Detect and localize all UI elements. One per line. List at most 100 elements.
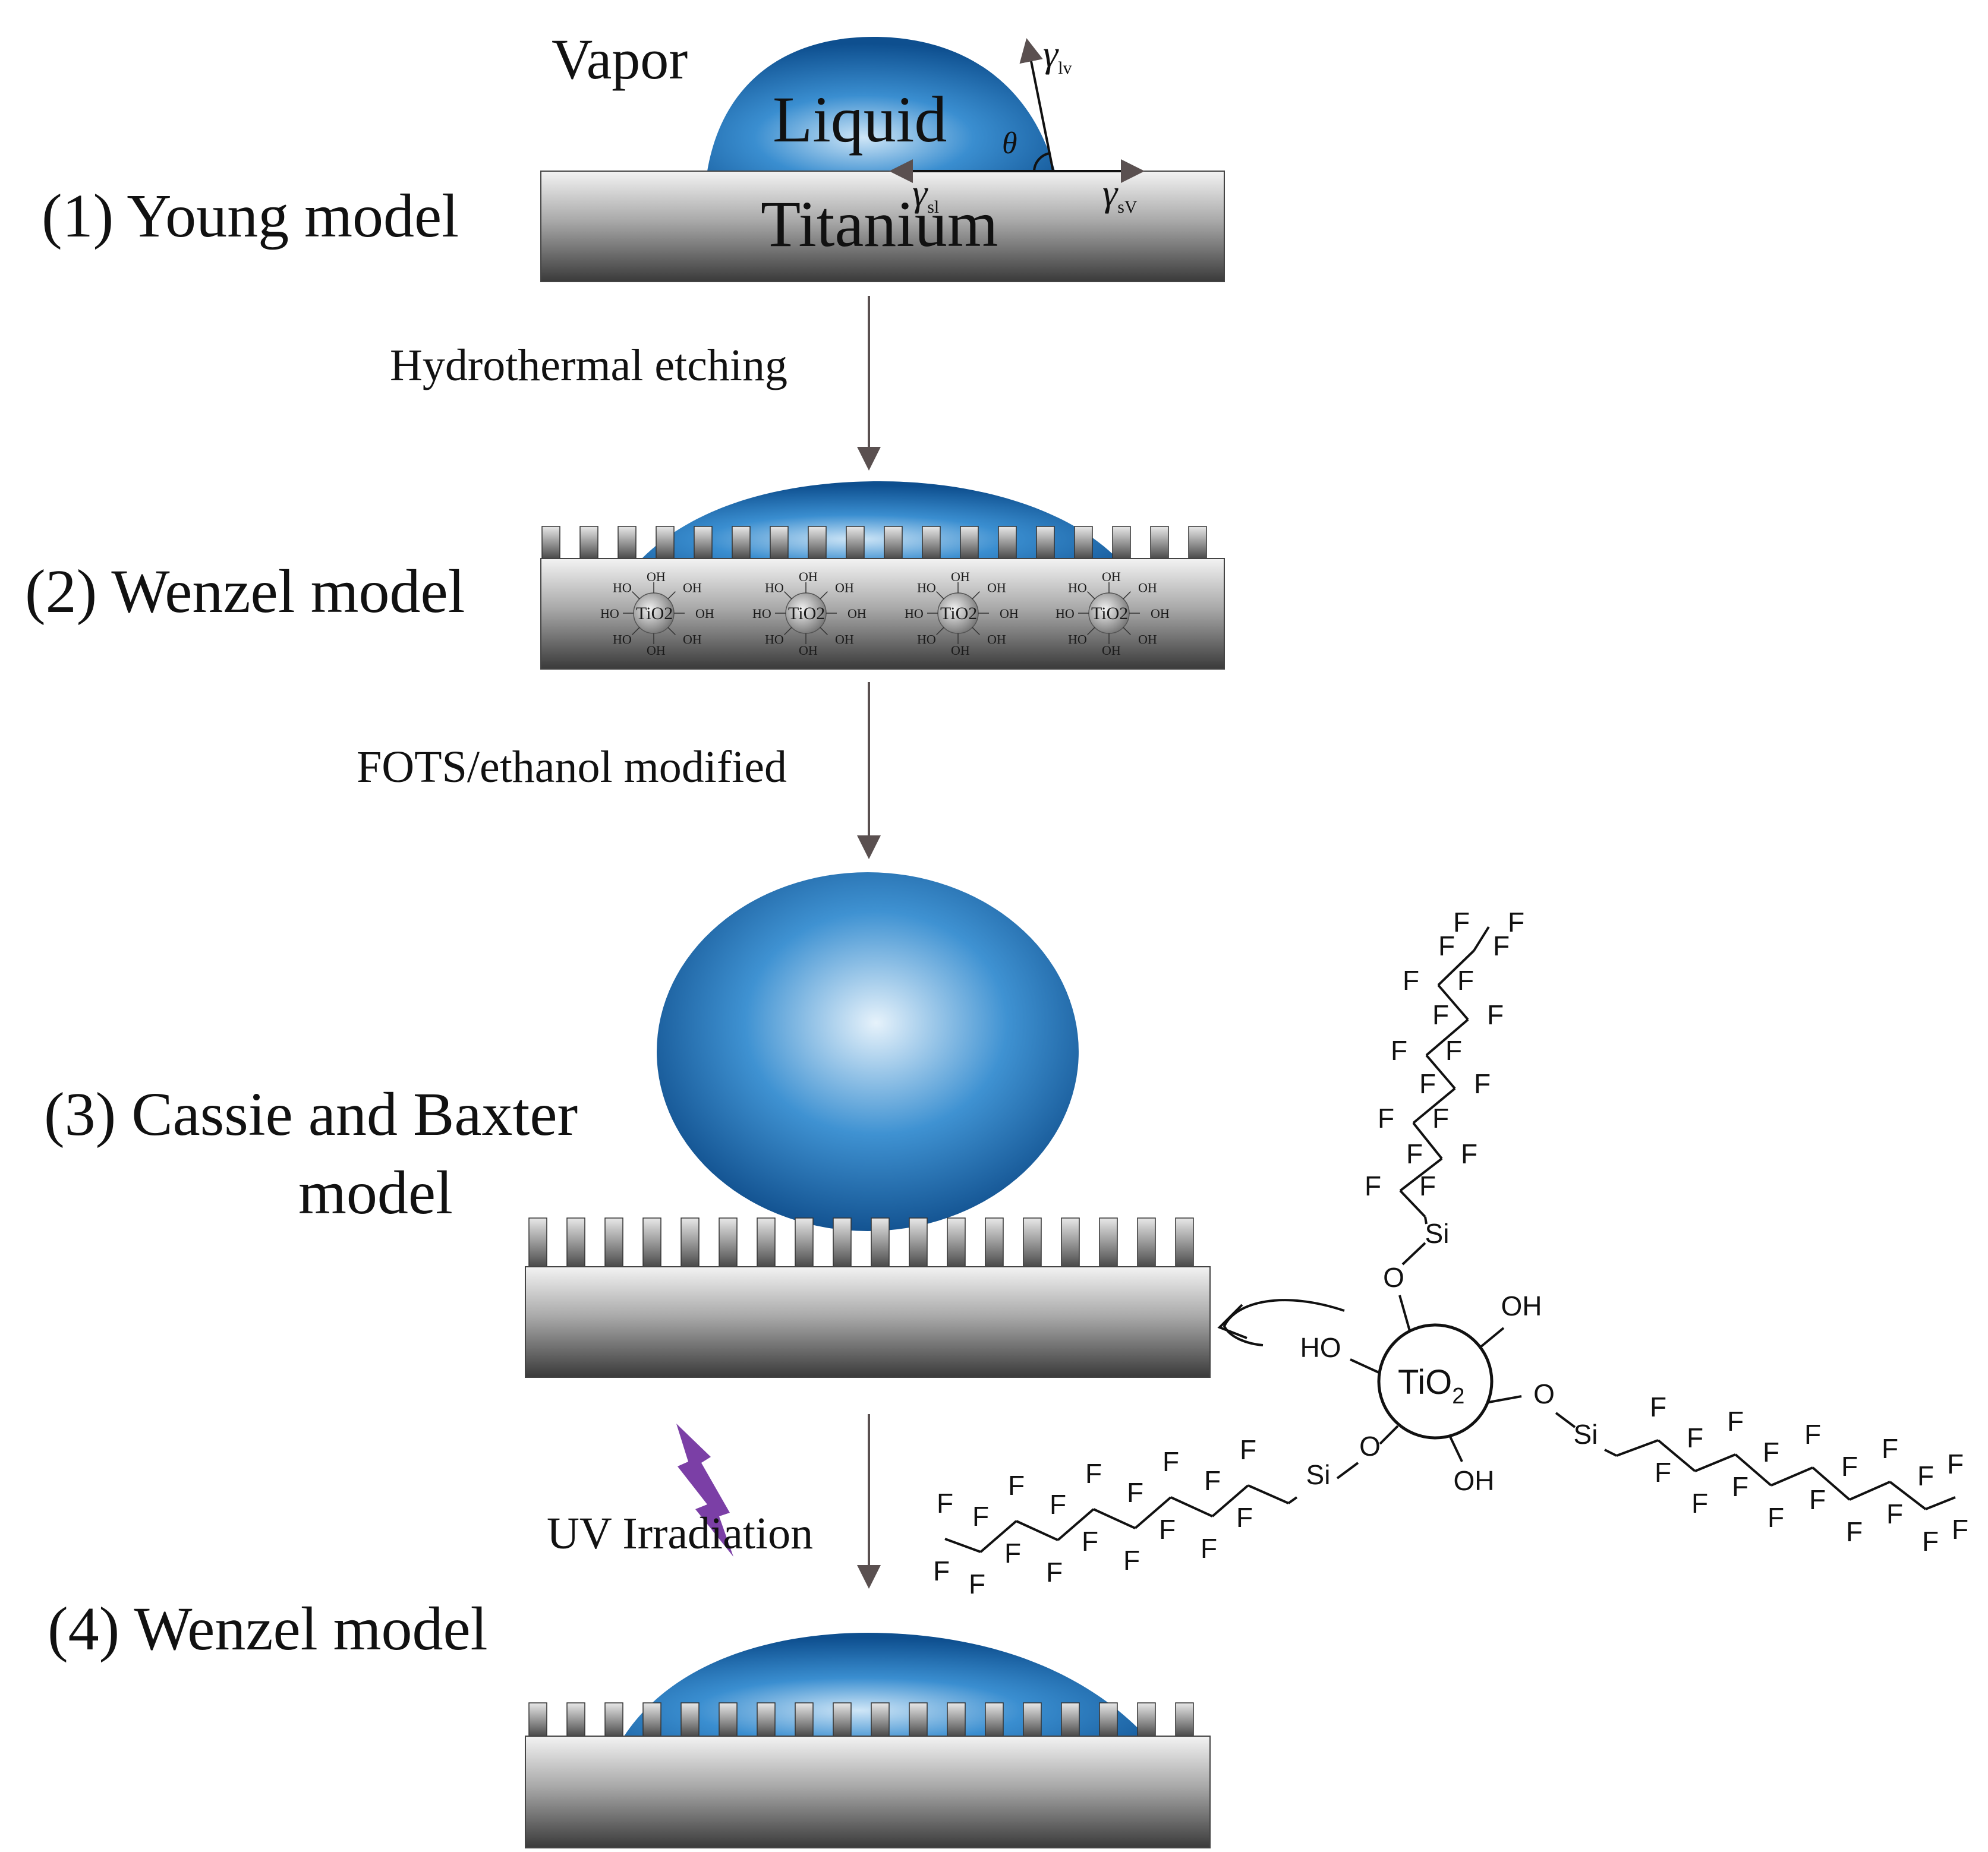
pillar bbox=[998, 526, 1017, 559]
pillar bbox=[884, 526, 903, 559]
fluorine-label: F bbox=[1804, 1419, 1821, 1450]
gamma-lv-arrow bbox=[1019, 38, 1054, 172]
gamma-sl-label: γsl bbox=[912, 172, 939, 217]
hydroxyl-group-label: OH bbox=[987, 632, 1006, 646]
hydroxyl-group-label: HO bbox=[1068, 580, 1087, 595]
fluorine-label: F bbox=[1046, 1557, 1063, 1588]
hydroxyl-group-label: OH bbox=[1000, 606, 1019, 621]
fluorine-label: F bbox=[1841, 1451, 1858, 1482]
pillar bbox=[694, 526, 713, 559]
hydroxyl-group-label: OH bbox=[848, 606, 867, 621]
fluorine-label: F bbox=[1432, 999, 1449, 1030]
stage-2-label: (2) Wenzel model bbox=[25, 557, 465, 626]
fluorine-label: F bbox=[1403, 965, 1419, 996]
fluorine-label: F bbox=[1123, 1545, 1140, 1576]
pillar bbox=[566, 1702, 585, 1737]
hydroxyl-group-label: OH bbox=[835, 580, 854, 595]
theta-arc bbox=[1033, 152, 1050, 172]
fluorine-label: F bbox=[1809, 1484, 1826, 1515]
hydroxyl-group-label: OH bbox=[799, 643, 818, 658]
step-label-hydrothermal: Hydrothermal etching bbox=[390, 340, 787, 390]
fluorine-label: F bbox=[1952, 1514, 1968, 1545]
cassie-baxter-model bbox=[525, 872, 1211, 1378]
hydroxyl-group-label: OH bbox=[1138, 580, 1157, 595]
pillar bbox=[1061, 1217, 1080, 1267]
pillar bbox=[719, 1217, 738, 1267]
hydroxyl-group-label: HO bbox=[1056, 606, 1075, 621]
vapor-label: Vapor bbox=[552, 27, 688, 91]
hydroxyl-group-label: HO bbox=[765, 632, 784, 646]
fluorine-label: F bbox=[1240, 1434, 1256, 1465]
fluorine-label: F bbox=[1453, 907, 1470, 938]
pillar bbox=[566, 1217, 585, 1267]
pillar bbox=[795, 1702, 814, 1737]
pillar bbox=[1099, 1217, 1118, 1267]
fluorine-label: F bbox=[1922, 1526, 1939, 1557]
fluorine-label: F bbox=[1732, 1471, 1748, 1502]
pillar bbox=[947, 1217, 966, 1267]
hydroxyl-group-label: OH bbox=[683, 632, 702, 646]
fluorine-label: F bbox=[1461, 1138, 1477, 1169]
pillar bbox=[757, 1217, 776, 1267]
pillar bbox=[1175, 1217, 1194, 1267]
pillar bbox=[680, 1217, 700, 1267]
pillar bbox=[960, 526, 979, 559]
pillar bbox=[617, 526, 637, 559]
fluorine-label: F bbox=[1391, 1035, 1407, 1066]
tio2-core-circle bbox=[1377, 1323, 1494, 1440]
stage-4-label: (4) Wenzel model bbox=[48, 1595, 488, 1663]
pillar bbox=[1099, 1702, 1118, 1737]
young-model: Vapor Liquid Titanium θ γlv γsl γsV bbox=[540, 27, 1225, 282]
pillar bbox=[871, 1702, 890, 1737]
fluorine-label: F bbox=[1763, 1437, 1779, 1468]
fluorine-label: F bbox=[1162, 1446, 1179, 1477]
pillar bbox=[1074, 526, 1093, 559]
pillar bbox=[1150, 526, 1169, 559]
pillar bbox=[922, 526, 941, 559]
curved-arrow-head bbox=[1217, 1304, 1247, 1339]
fluorine-label: F bbox=[1493, 930, 1510, 961]
pillar bbox=[528, 1702, 547, 1737]
fluorine-label: F bbox=[1947, 1449, 1964, 1479]
pillar bbox=[985, 1217, 1004, 1267]
oxygen-label: O bbox=[1383, 1262, 1404, 1293]
fluorine-label: F bbox=[1082, 1526, 1098, 1557]
fluorine-label: F bbox=[1768, 1502, 1784, 1533]
wenzel-droplet-2 bbox=[624, 1633, 1146, 1736]
fluorine-label: F bbox=[1004, 1538, 1021, 1569]
cassie-substrate bbox=[525, 1266, 1211, 1378]
hydroxyl-group-label: OH bbox=[1138, 632, 1157, 646]
pillar-row-2 bbox=[541, 526, 1207, 559]
fluorine-label: F bbox=[1406, 1138, 1423, 1169]
hydroxyl-group-label: OH bbox=[647, 643, 666, 658]
pillar bbox=[947, 1702, 966, 1737]
pillar bbox=[985, 1702, 1004, 1737]
theta-symbol: θ bbox=[1002, 127, 1017, 160]
pillar bbox=[1036, 526, 1055, 559]
fluorine-label: F bbox=[1457, 965, 1474, 996]
hydroxyl-label: OH bbox=[1454, 1465, 1495, 1496]
tio2-group-label: TiO2 bbox=[636, 604, 673, 623]
fluorine-label: F bbox=[1236, 1502, 1253, 1533]
pillar bbox=[808, 526, 827, 559]
fluorine-label: F bbox=[1438, 930, 1455, 961]
pillar bbox=[1175, 1702, 1194, 1737]
pillar bbox=[1023, 1217, 1042, 1267]
pillar bbox=[833, 1217, 852, 1267]
fluorine-label: F bbox=[1487, 999, 1504, 1030]
pillar bbox=[656, 526, 675, 559]
fluorine-label: F bbox=[1419, 1170, 1436, 1201]
young-droplet bbox=[707, 37, 1055, 171]
fluorine-label: F bbox=[1882, 1433, 1898, 1464]
hydroxyl-group-label: HO bbox=[765, 580, 784, 595]
hydroxyl-group-label: HO bbox=[600, 606, 619, 621]
hydroxyl-group-label: HO bbox=[917, 632, 936, 646]
fluorine-label: F bbox=[1201, 1533, 1217, 1564]
hydroxyl-group-label: OH bbox=[1102, 569, 1121, 584]
fluorine-label: F bbox=[1050, 1489, 1066, 1520]
tio2-core-label: TiO2 bbox=[1398, 1363, 1464, 1409]
fluorine-label: F bbox=[1691, 1488, 1708, 1519]
cassie-droplet bbox=[657, 872, 1079, 1231]
pillar bbox=[1112, 526, 1131, 559]
hydroxyl-group-label: OH bbox=[835, 632, 854, 646]
